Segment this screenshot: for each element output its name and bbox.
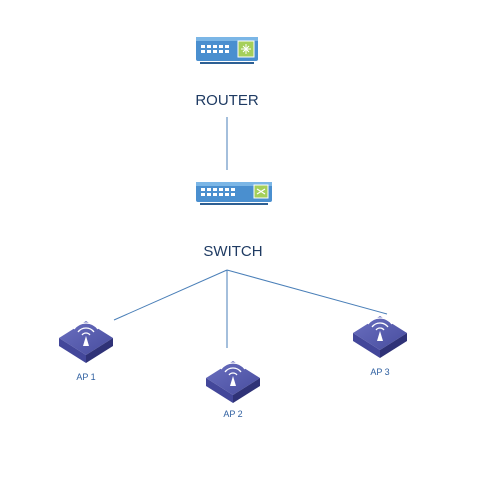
switch-label: SWITCH xyxy=(203,243,263,260)
link-switch-ap1 xyxy=(113,269,228,321)
access-point-icon xyxy=(206,361,260,403)
access-point-icon xyxy=(353,316,407,358)
ap3-label: AP 3 xyxy=(370,367,390,377)
ap1-label: AP 1 xyxy=(76,372,96,382)
router-label: ROUTER xyxy=(195,92,259,109)
ap2-label: AP 2 xyxy=(223,409,243,419)
links xyxy=(113,117,388,348)
access-point-icon xyxy=(59,321,113,363)
router-icon xyxy=(196,37,258,64)
link-switch-ap3 xyxy=(226,269,388,315)
switch-icon xyxy=(196,182,272,205)
